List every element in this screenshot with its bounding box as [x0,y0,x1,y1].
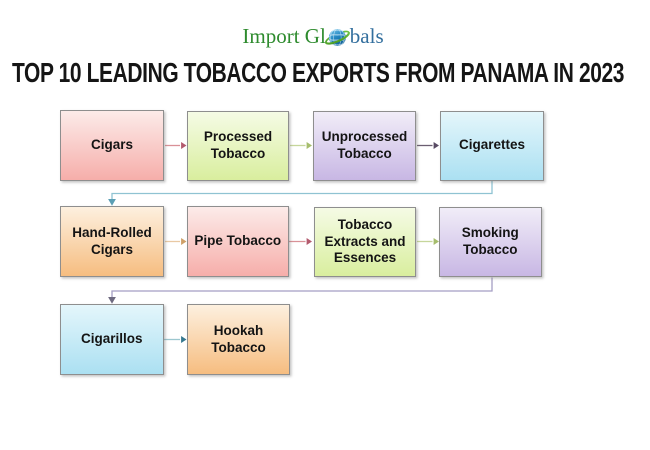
edge-cigarettes-handrolled [108,181,493,206]
node-cigarettes: Cigarettes [440,110,544,181]
logo-text-import-gl: Import Gl [242,24,326,48]
logo-text-bals: bals [349,24,384,48]
node-label: Smoking Tobacco [461,225,519,257]
node-cigars: Cigars [60,110,164,181]
node-label: Cigarillos [80,331,143,347]
edge-smoking-cigarillos [108,277,493,304]
node-label: Cigarettes [458,137,526,153]
page-title: TOP 10 LEADING TOBACCO EXPORTS FROM PANA… [12,57,650,89]
node-label: Unprocessed Tobacco [321,129,408,161]
edge-cigars-processed [165,142,187,149]
edge-handrolled-pipe [165,238,187,245]
edge-extracts-smoking [417,238,439,245]
edge-cigarillos-hookah [164,336,187,343]
node-hand-rolled-cigars: Hand-Rolled Cigars [60,206,164,277]
logo: Import Gl [242,22,383,50]
node-label: Hookah Tobacco [211,323,266,355]
node-pipe-tobacco: Pipe Tobacco [187,206,289,277]
node-smoking-tobacco: Smoking Tobacco [439,206,542,277]
node-hookah-tobacco: Hookah Tobacco [187,304,290,375]
edge-unprocessed-cigarettes [417,142,439,149]
page-title-text: TOP 10 LEADING TOBACCO EXPORTS FROM PANA… [12,57,625,88]
node-tobacco-extracts: Tobacco Extracts and Essences [314,206,416,277]
edge-pipe-extracts [289,238,312,245]
node-label: Cigars [90,137,134,153]
node-unprocessed-tobacco: Unprocessed Tobacco [313,111,416,181]
node-processed-tobacco: Processed Tobacco [187,110,289,181]
edge-processed-unprocessed [290,142,312,149]
node-label: Processed Tobacco [203,129,273,161]
globe-icon [325,29,351,46]
node-cigarillos: Cigarillos [60,304,164,375]
node-label: Tobacco Extracts and Essences [324,217,406,265]
node-label: Pipe Tobacco [194,233,282,249]
node-label: Hand-Rolled Cigars [72,225,152,257]
